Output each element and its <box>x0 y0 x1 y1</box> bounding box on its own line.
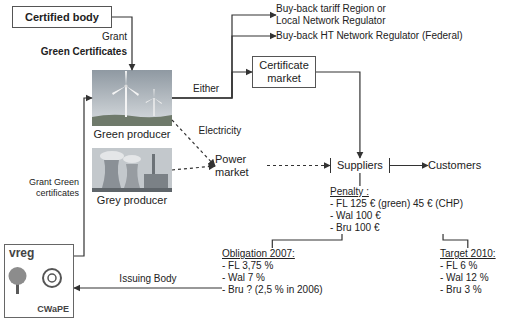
target-block: Target 2010:- FL 6 %- Wal 12 %- Bru 3 % <box>440 248 496 296</box>
node-text: Customers <box>428 159 481 172</box>
edge-label: Grant <box>101 31 128 43</box>
flow-arrow <box>112 17 132 70</box>
edge-label: Grant Green certificates <box>2 177 80 199</box>
node-text: Certificate market <box>256 59 312 85</box>
obligation-block: Obligation 2007:- FL 3,75 %- Wal 7 %- Br… <box>222 248 323 296</box>
turbine-hub <box>124 84 127 87</box>
turbine-blades <box>112 71 139 96</box>
issuing-logos-box: vregCWaPE <box>4 244 74 318</box>
flow-arrow <box>74 287 222 288</box>
cooling-tower <box>124 164 140 188</box>
node-text: - Wal 100 € <box>330 210 463 222</box>
penalty-block: Penalty :- FL 125 € (green) 45 € (CHP)- … <box>330 186 463 234</box>
market-box: Certificate market <box>252 56 316 88</box>
node-text: - Bru ? (2,5 % in 2006) <box>222 284 323 296</box>
electricity-flow <box>267 165 330 166</box>
ground <box>92 188 172 192</box>
node-text: Buy-back tariff Region or Local Network … <box>276 3 411 27</box>
node-text: - Wal 7 % <box>222 272 323 284</box>
turbine-mast <box>125 86 127 117</box>
node-text: Buy-back HT Network Regulator (Federal) <box>276 30 463 42</box>
flow-arrow <box>172 72 252 98</box>
node-text: - Bru 3 % <box>440 284 496 296</box>
annotation-label: Green Certificates <box>40 46 128 58</box>
ground <box>92 115 172 126</box>
turbine-mast <box>153 98 155 116</box>
turbine-blades <box>146 89 162 104</box>
logo-text: vreg <box>9 247 34 260</box>
buyback-text: Buy-back HT Network Regulator (Federal) <box>276 30 463 42</box>
ring-logo <box>48 274 56 282</box>
buyback-text: Buy-back tariff Region or Local Network … <box>276 3 411 27</box>
node-text: Obligation 2007: <box>222 248 323 260</box>
node-text: - FL 3,75 % <box>222 260 323 272</box>
flow-arrow <box>272 234 342 248</box>
node-text: - FL 6 % <box>440 260 496 272</box>
node-text: Suppliers <box>337 159 383 172</box>
flow-arrow <box>390 165 428 166</box>
node-text: Penalty : <box>330 186 463 198</box>
node-text: Green producer <box>92 128 172 141</box>
flow-arrow <box>359 173 360 186</box>
flow-arrow <box>443 234 468 248</box>
producer-node: Grey producer <box>92 148 172 207</box>
node-text: Certified body <box>25 11 99 23</box>
plant-building <box>144 174 168 188</box>
flow-arrow <box>316 72 360 158</box>
edge-label: Issuing Body <box>118 273 177 285</box>
chimney <box>152 154 155 174</box>
node-text: Grey producer <box>92 194 172 207</box>
logo-text: CWaPE <box>37 304 69 315</box>
power-plant-picture <box>92 148 172 192</box>
node-text: - FL 125 € (green) 45 € (CHP) <box>330 198 463 210</box>
market-node: Power market <box>215 153 267 179</box>
sky <box>92 148 172 192</box>
edge-label: Electricity <box>198 125 243 137</box>
node-text: Target 2010: <box>440 248 496 260</box>
logo-pictures <box>8 262 70 300</box>
producer-node: Green producer <box>92 70 172 141</box>
bracket-box: Suppliers <box>330 158 390 173</box>
ring-logo <box>43 269 61 287</box>
node-text: - Wal 12 % <box>440 272 496 284</box>
authority-box: Certified body <box>12 6 112 28</box>
annotation-label: Either <box>192 83 220 95</box>
tree-crown <box>9 267 27 285</box>
steam <box>123 155 141 163</box>
customer-node: Customers <box>428 158 481 173</box>
steam <box>100 151 124 161</box>
wind-farm-picture <box>92 70 172 126</box>
node-text: Power market <box>215 153 267 179</box>
node-text: - Bru 100 € <box>330 222 463 234</box>
sky <box>92 70 172 126</box>
electricity-flow <box>172 166 215 170</box>
cooling-tower <box>102 160 121 188</box>
